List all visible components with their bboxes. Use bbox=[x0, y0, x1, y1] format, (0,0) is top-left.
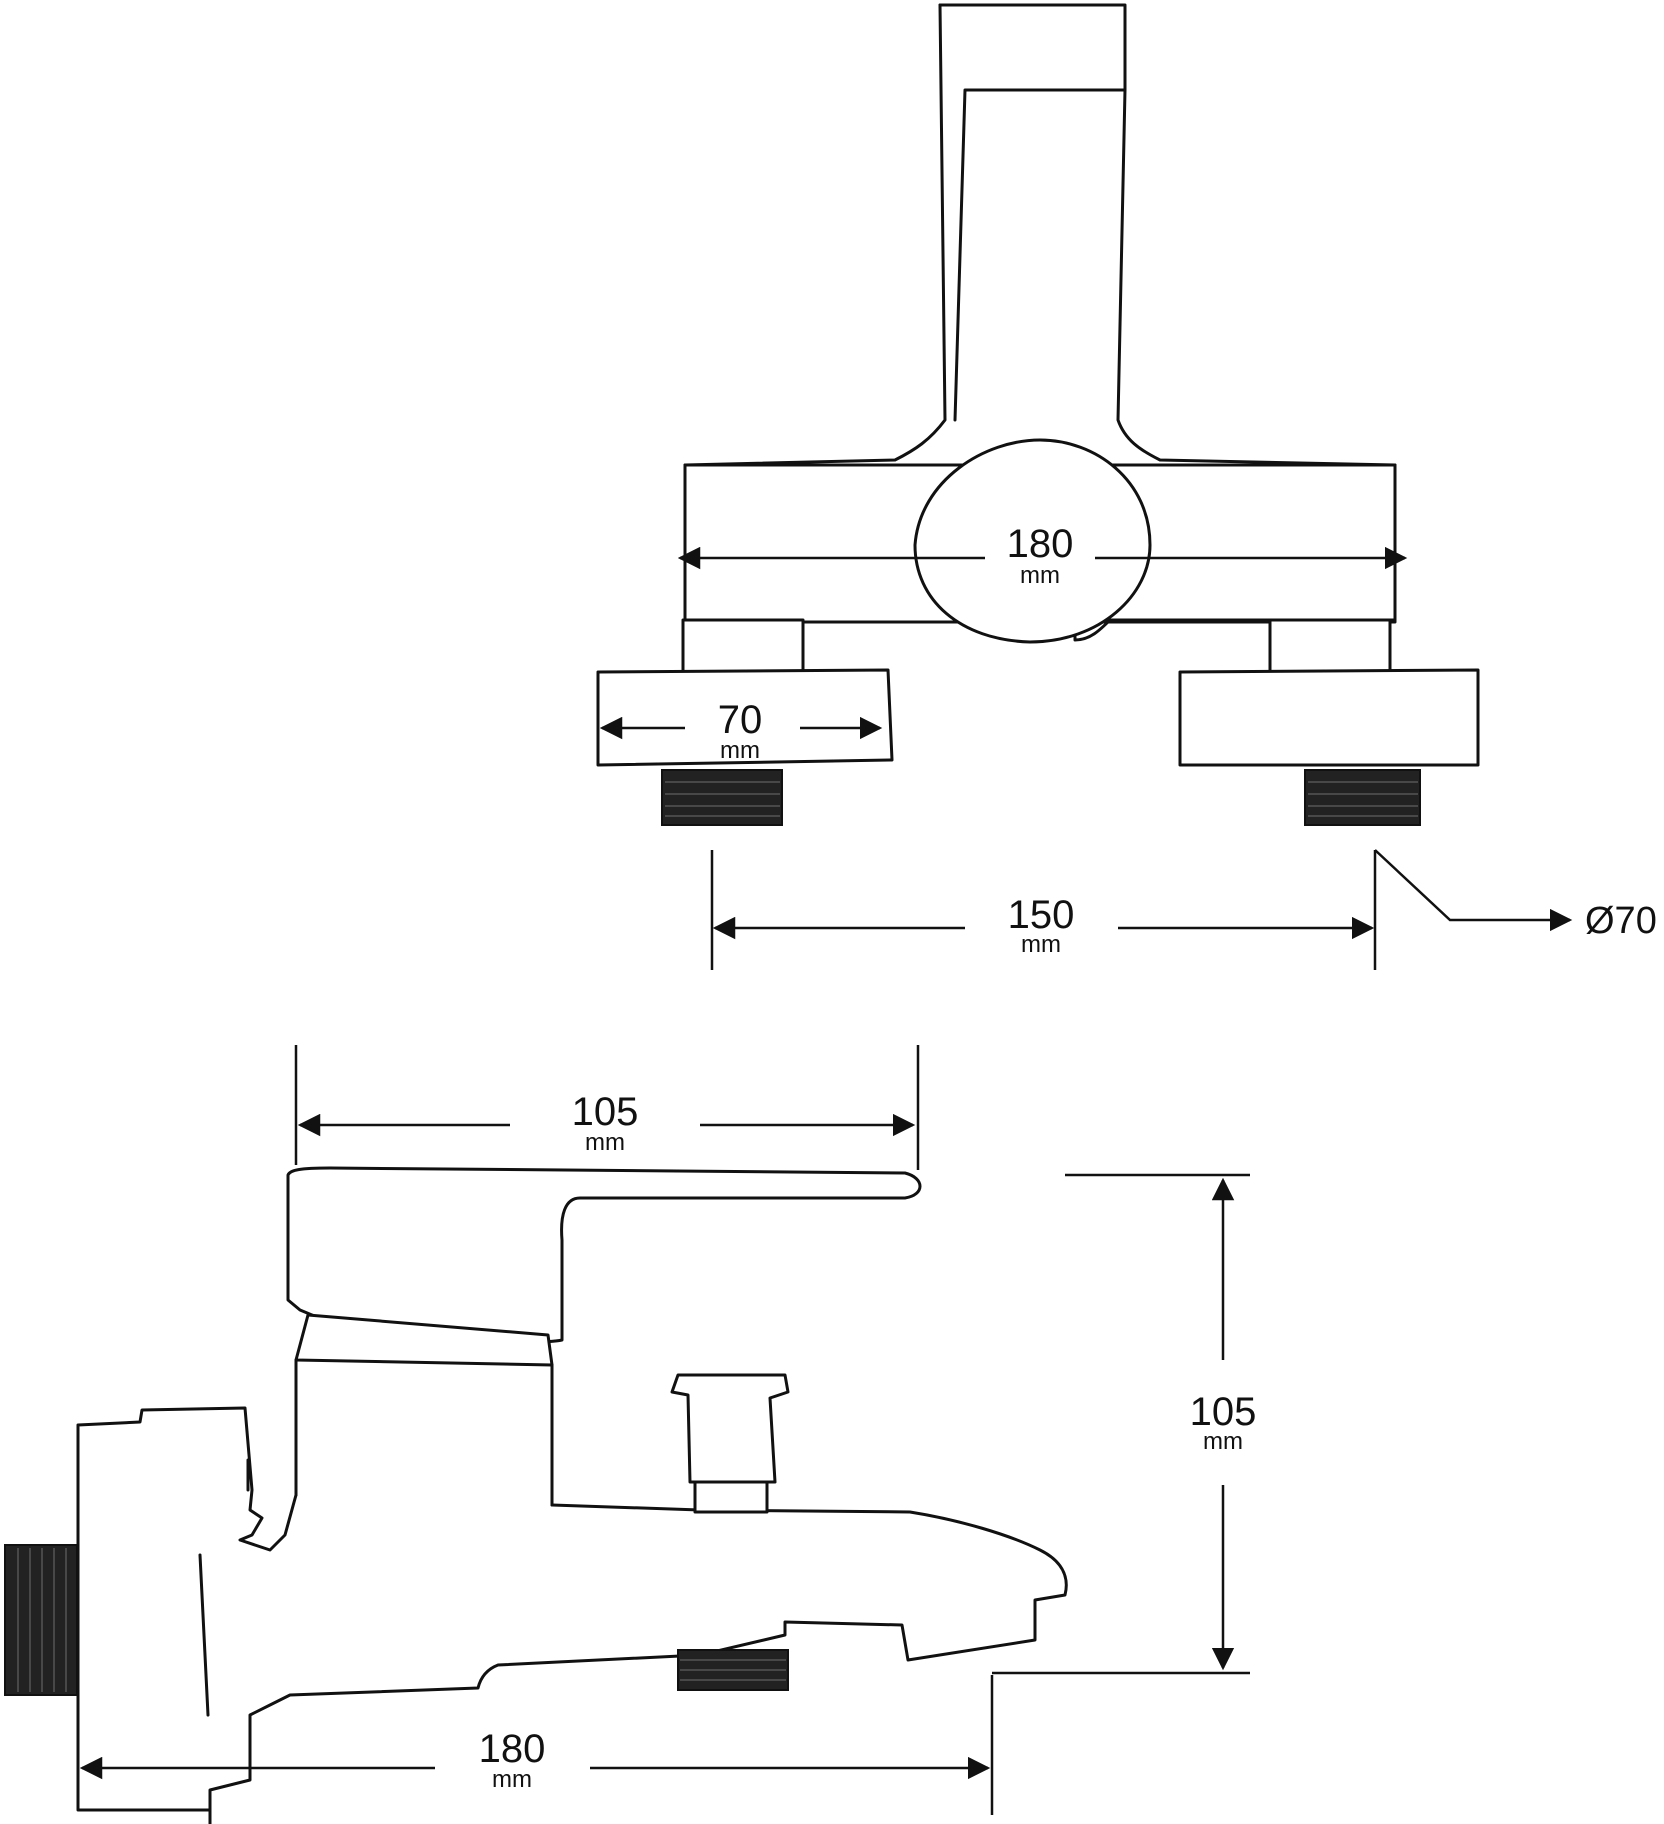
dim-top-width: 180 mm bbox=[677, 520, 1408, 590]
side-view bbox=[4, 1166, 1068, 1824]
dim-eccentric-value: 70 bbox=[718, 698, 763, 742]
dim-bottom-value: 180 bbox=[479, 1727, 546, 1771]
dim-height-value: 105 bbox=[1190, 1390, 1257, 1434]
dim-eccentric-unit: mm bbox=[720, 737, 760, 764]
dim-top-width-unit: mm bbox=[1020, 562, 1060, 589]
dim-eccentric-diameter: Ø70 bbox=[1374, 849, 1657, 942]
dim-height-unit: mm bbox=[1203, 1428, 1243, 1455]
front-body bbox=[683, 463, 1397, 624]
dim-bottom-unit: mm bbox=[492, 1766, 532, 1793]
dim-bottom-depth: 180 mm bbox=[79, 1675, 994, 1815]
side-wall-thread bbox=[4, 1544, 78, 1696]
side-body bbox=[294, 1358, 554, 1507]
front-handle bbox=[938, 3, 1397, 642]
front-view bbox=[596, 3, 1480, 826]
dim-lever-value: 105 bbox=[572, 1090, 639, 1134]
dim-top-width-value: 180 bbox=[1007, 522, 1074, 566]
dim-height: 105 mm bbox=[992, 1173, 1257, 1675]
dim-lever-unit: mm bbox=[585, 1129, 625, 1156]
dim-spacing-value: 150 bbox=[1008, 893, 1075, 937]
dim-lever-length: 105 mm bbox=[294, 1045, 920, 1170]
dim-inlet-spacing: 150 mm bbox=[710, 850, 1377, 970]
side-lever bbox=[286, 1166, 922, 1345]
dim-spacing-unit: mm bbox=[1021, 931, 1061, 958]
left-eccentric bbox=[596, 668, 894, 767]
right-connector bbox=[1268, 618, 1392, 674]
dim-eccentric-width: 70 mm bbox=[599, 698, 883, 764]
dim-diameter-label: Ø70 bbox=[1585, 900, 1657, 942]
left-connector bbox=[681, 618, 805, 674]
side-spout bbox=[208, 1503, 1068, 1824]
right-eccentric bbox=[1178, 668, 1480, 767]
side-diverter bbox=[670, 1373, 790, 1484]
side-eccentric bbox=[76, 1406, 298, 1812]
